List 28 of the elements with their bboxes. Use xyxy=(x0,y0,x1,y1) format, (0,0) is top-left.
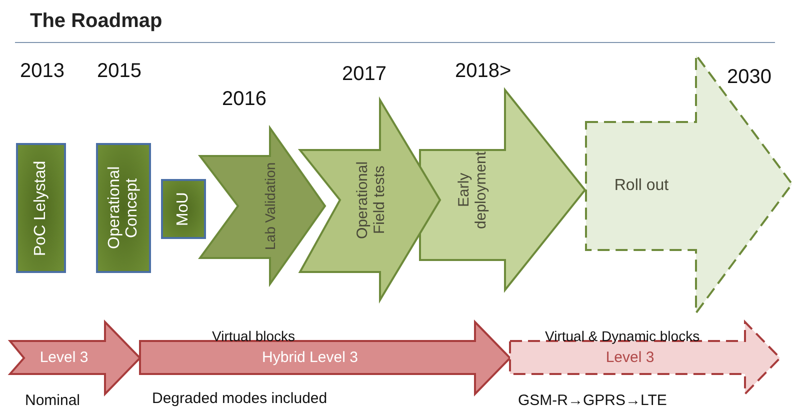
note-text: Virtual & Dynamic blocks xyxy=(545,328,700,344)
milestone-box: MoU xyxy=(161,179,206,239)
year-label: 2018> xyxy=(455,60,512,83)
note-text: Virtual blocks xyxy=(212,328,296,344)
level-band xyxy=(140,322,510,394)
year-label: 2015 xyxy=(97,60,142,83)
level-label: Level 3 xyxy=(604,348,656,368)
milestone-box: PoC Lelystad xyxy=(16,143,66,273)
phase-label: Operational Field tests xyxy=(352,160,389,241)
level-band xyxy=(510,322,780,394)
note-text: Nominal xyxy=(25,392,80,409)
title-text: The Roadmap xyxy=(30,10,162,33)
level-label: Hybrid Level 3 xyxy=(261,348,359,368)
phase-band xyxy=(200,128,325,284)
level-band xyxy=(10,322,140,394)
year-label: 2016 xyxy=(222,88,266,111)
rollout-band xyxy=(586,55,792,313)
note-text: GSM-R→GPRS→LTE xyxy=(518,392,667,409)
year-label: 2013 xyxy=(20,60,64,83)
year-label: 2030 xyxy=(727,66,772,89)
phase-label: Early deployment xyxy=(454,150,490,231)
note-text: Degraded modes included xyxy=(152,390,328,407)
level-label: Level 3 xyxy=(38,348,90,368)
phase-label: Roll out xyxy=(613,176,670,196)
phase-label: Lab Validation xyxy=(260,161,279,252)
phase-band xyxy=(420,90,585,290)
milestone-box: Operational Concept xyxy=(96,143,151,273)
year-label: 2017 xyxy=(342,63,386,86)
